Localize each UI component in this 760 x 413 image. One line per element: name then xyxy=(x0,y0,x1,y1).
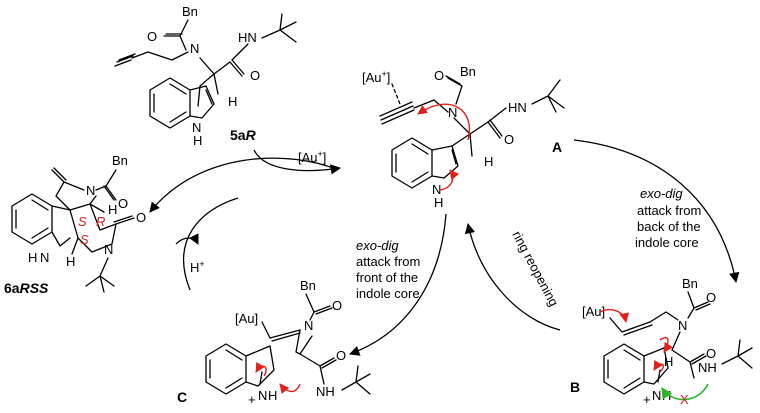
h2-label-6: H xyxy=(66,254,75,269)
o-label: O xyxy=(147,29,157,44)
h-stereo-label-A: H xyxy=(484,154,493,169)
h-plus-release-arrow xyxy=(175,233,199,245)
o-label-C2: O xyxy=(336,348,346,363)
intermediate-label-B: B xyxy=(570,379,580,395)
bn-label-A: Bn xyxy=(460,64,476,79)
arrow-C-to-6-path xyxy=(183,197,239,291)
nh-tbu-C: NH xyxy=(316,384,335,399)
bn-label-C: Bn xyxy=(300,278,316,293)
exo-front-line2: attack from xyxy=(356,254,420,269)
product-6aRSS: Bn O N H O N H N H R S S 6aRSS xyxy=(4,153,146,296)
nh-tbu-B: NH xyxy=(698,360,717,375)
stereo-S2-label: S xyxy=(80,232,89,247)
stereo-S1-label: S xyxy=(78,214,87,229)
nh-label-6: N xyxy=(40,250,49,265)
bn-label-B: Bn xyxy=(682,276,698,291)
h-n-C: H xyxy=(268,388,277,403)
h-indole-A: H xyxy=(434,195,443,210)
au-plus-reagent: [Au+] xyxy=(298,149,326,165)
exo-back-line4: indole core xyxy=(635,235,699,250)
o-label-B: O xyxy=(706,290,716,305)
h-plus-sign-B: + xyxy=(643,392,651,407)
intermediate-A: [Au+] N O Bn O HN H N H A xyxy=(362,64,565,210)
bn-label: Bn xyxy=(182,4,198,19)
o-label-A: O xyxy=(434,68,444,83)
o-label-6b: O xyxy=(136,210,146,225)
h-stereo-label: H xyxy=(228,94,237,109)
ring-reopening-label: ring reopening xyxy=(509,228,561,308)
n-plus-C: N xyxy=(258,388,267,403)
intermediate-B: [Au] Bn O N O NH H N + H X B xyxy=(570,276,753,407)
n2-label-6: N xyxy=(104,242,113,257)
o-label-B2: O xyxy=(706,346,716,361)
o-label-A2: O xyxy=(504,132,514,147)
exo-back-line3: back of the xyxy=(637,219,701,234)
exo-front-line4: indole core xyxy=(356,286,420,301)
n-label-C: N xyxy=(304,318,313,333)
h-plus-sign-C: + xyxy=(248,392,256,407)
stereo-R-label: R xyxy=(96,214,105,229)
exo-back-line2: attack from xyxy=(637,203,701,218)
cycle-arrows: [Au+] H+ xyxy=(149,139,740,356)
n-label-B: N xyxy=(678,318,687,333)
exo-back-line1: exo-dig xyxy=(640,186,683,201)
n-plus-B: N xyxy=(652,388,661,403)
arrow-5aR-to-A xyxy=(253,149,342,175)
h-nh-label-6: H xyxy=(28,250,37,265)
arrow-A-to-B xyxy=(573,139,740,284)
annotations: exo-dig attack from back of the indole c… xyxy=(356,186,701,309)
h-plus-reagent: H+ xyxy=(190,259,205,275)
compound-5aR: Bn O N O HN H N H 5aR xyxy=(114,4,297,148)
intermediate-C: [Au] Bn O N O NH N + H C xyxy=(177,278,371,407)
h1-label-6: H xyxy=(108,202,117,217)
au-label-C: [Au] xyxy=(235,311,258,326)
o-label-6: O xyxy=(118,196,128,211)
o-label-2: O xyxy=(250,68,260,83)
o-label-C: O xyxy=(332,298,342,313)
arrow-B-to-A xyxy=(464,222,561,331)
au-label-B: [Au] xyxy=(582,304,605,319)
compound-label-6aRSS: 6aRSS xyxy=(4,280,49,296)
exo-front-line3: front of the xyxy=(356,270,418,285)
h-stereo-B: H xyxy=(664,354,673,369)
n-label-A: N xyxy=(448,105,457,120)
hn-label-A: HN xyxy=(508,100,527,115)
intermediate-label-C: C xyxy=(177,389,187,405)
compound-label-5aR: 5aR xyxy=(230,127,257,143)
nh-label: N xyxy=(192,120,201,135)
blocked-cross-mark: X xyxy=(680,392,689,407)
n-label: N xyxy=(190,41,199,56)
arrow-A-to-C xyxy=(349,213,447,356)
hn-label: HN xyxy=(238,30,257,45)
intermediate-label-A: A xyxy=(552,139,562,155)
n1-label-6: N xyxy=(86,183,95,198)
indole-h-label: H xyxy=(193,133,202,148)
n-indole-A: N xyxy=(432,182,441,197)
arrow-to-6aRSS xyxy=(149,157,339,213)
au-plus-label: [Au+] xyxy=(362,69,390,85)
exo-front-line1: exo-dig xyxy=(356,238,399,253)
bn-label-6: Bn xyxy=(112,153,128,168)
